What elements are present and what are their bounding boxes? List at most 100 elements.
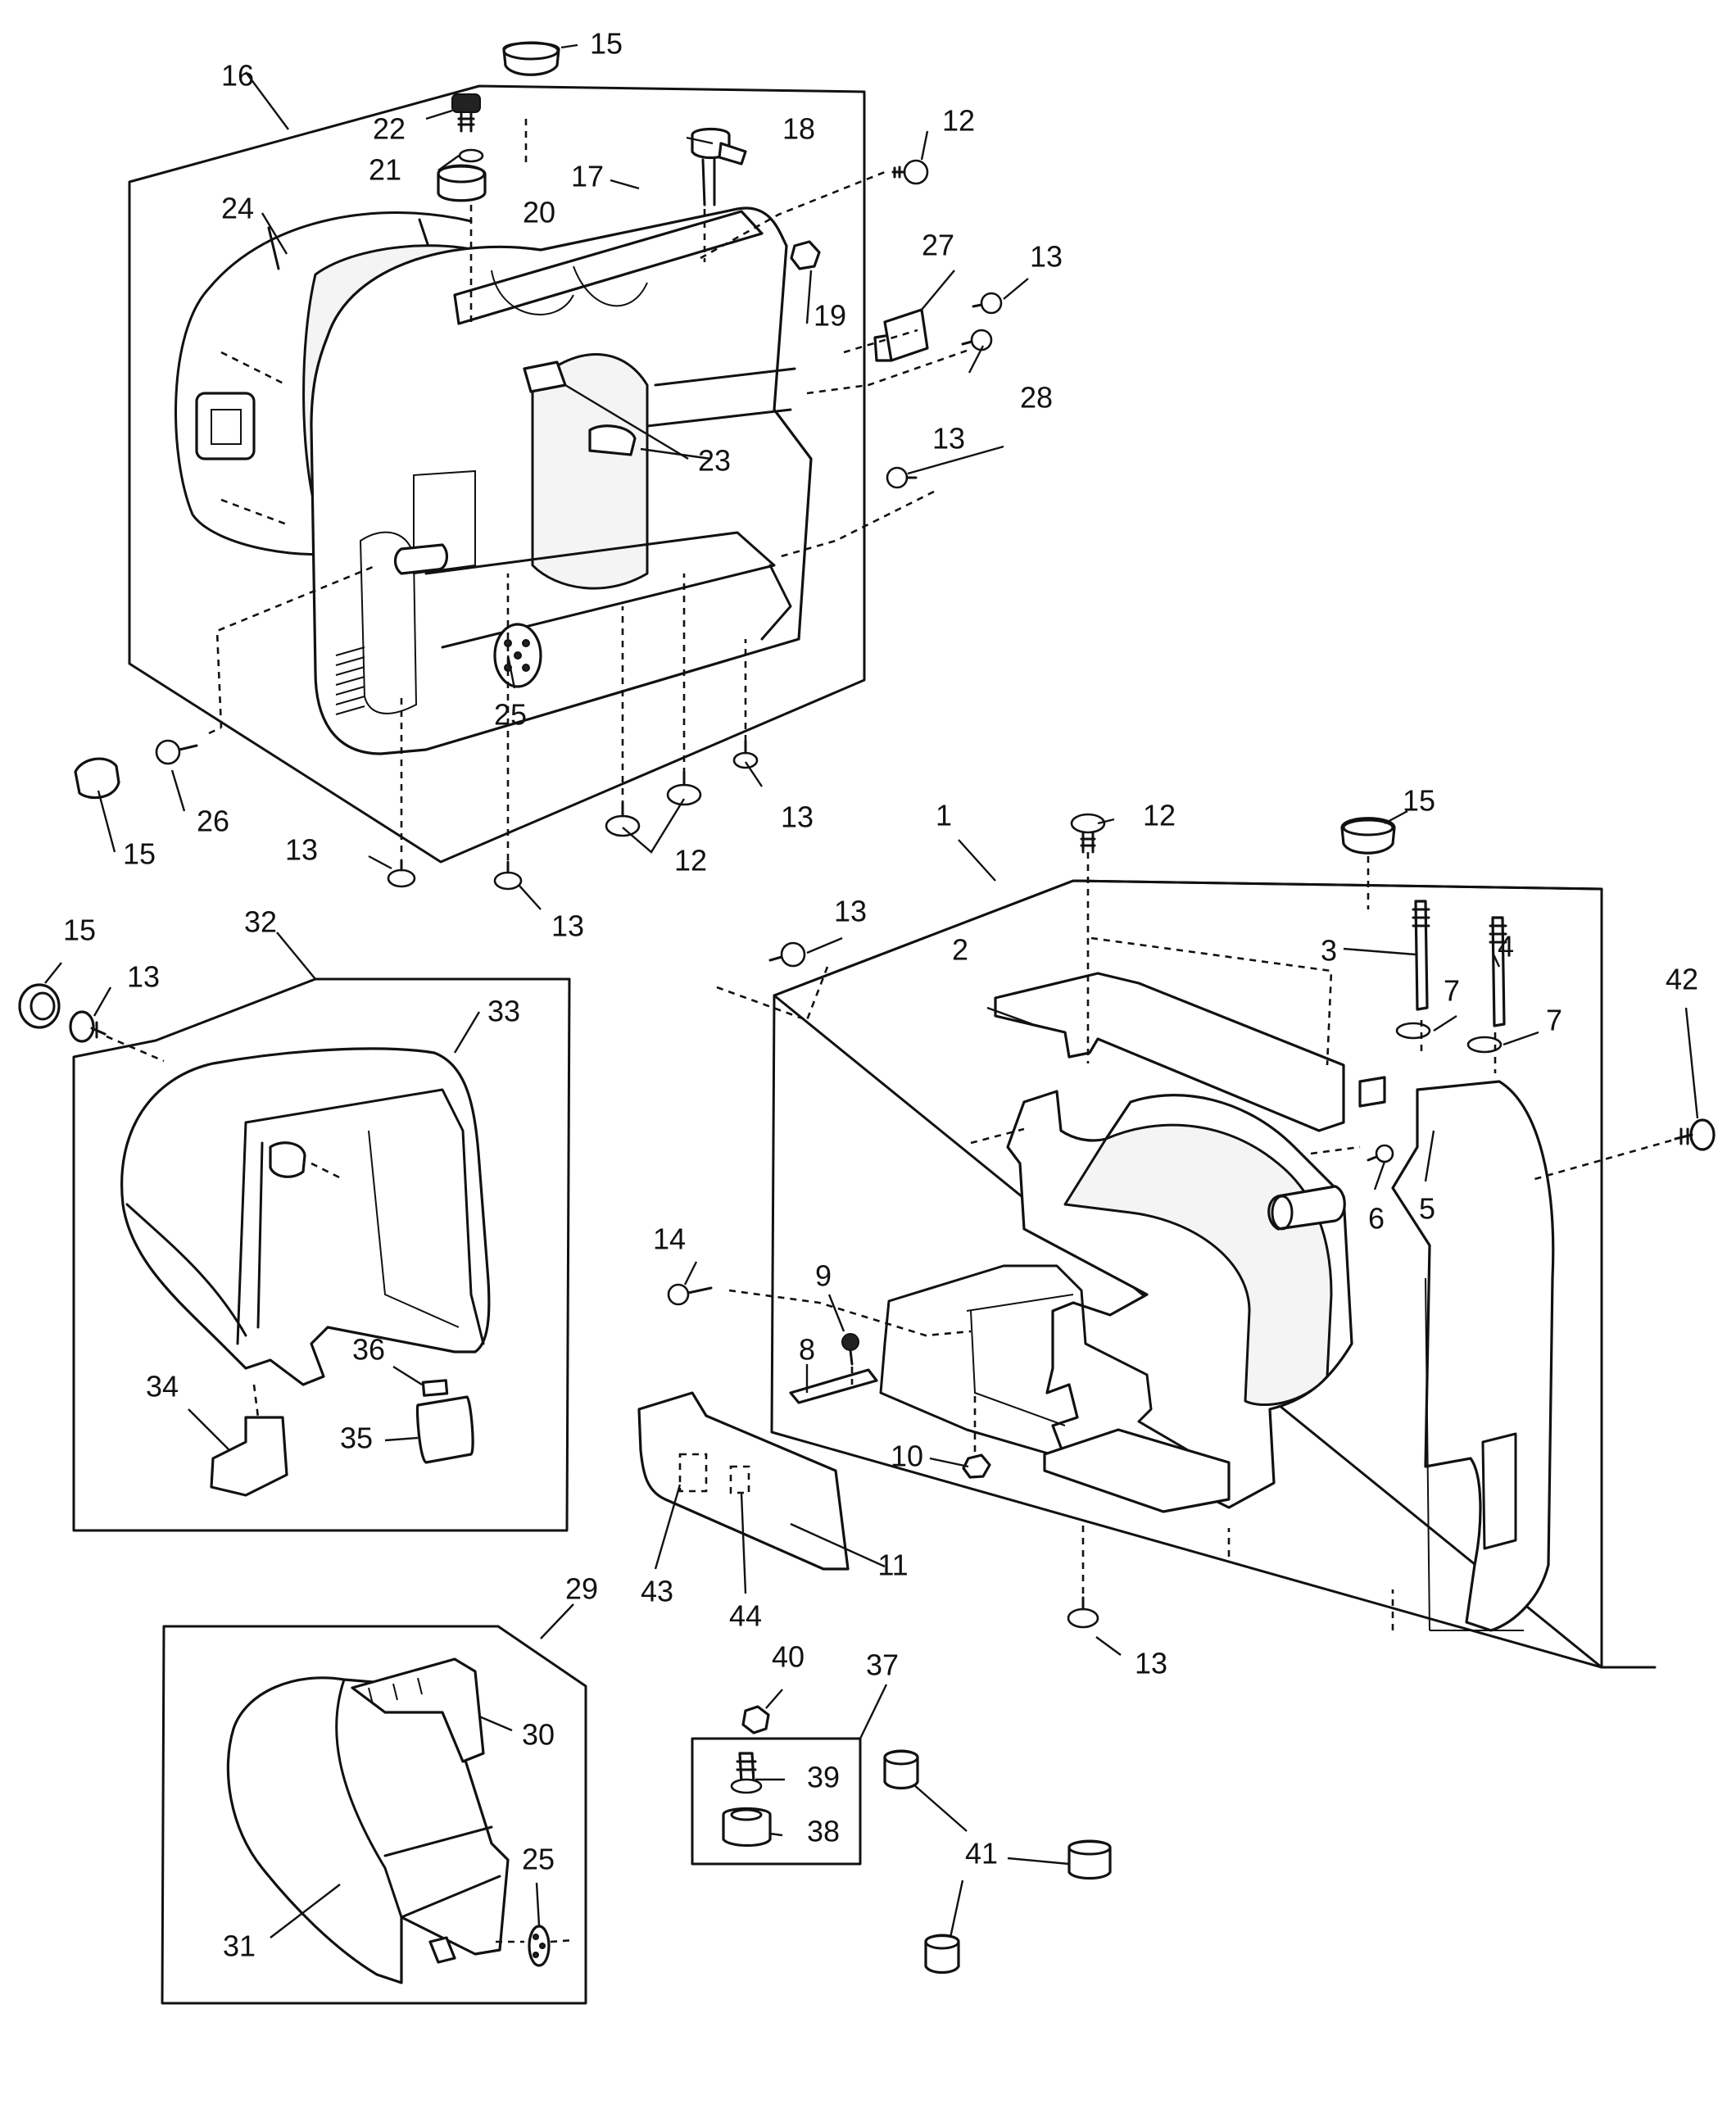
callout-13: 13 — [781, 800, 814, 834]
part-35-panel — [415, 1395, 474, 1464]
washer-39 — [730, 1778, 763, 1794]
callout-13: 13 — [127, 960, 160, 994]
shaft-stub-left — [393, 543, 449, 575]
screw-13a — [972, 292, 1003, 315]
group-37-foot — [691, 1684, 888, 1866]
callout-4: 4 — [1498, 930, 1514, 964]
callout-12: 12 — [942, 104, 975, 138]
boss-33 — [269, 1141, 306, 1178]
callout-21: 21 — [369, 153, 401, 187]
callout-2: 2 — [952, 933, 968, 967]
screw-22 — [451, 93, 481, 133]
callout-31: 31 — [223, 1929, 256, 1963]
callout-15: 15 — [1403, 784, 1435, 818]
callout-39: 39 — [807, 1761, 840, 1794]
callout-24: 24 — [221, 192, 254, 225]
screw-13h — [1067, 1596, 1099, 1629]
screw-13f — [768, 941, 806, 968]
callout-32: 32 — [244, 905, 277, 939]
callout-7: 7 — [1546, 1004, 1562, 1037]
callout-38: 38 — [807, 1815, 840, 1848]
screw-13e — [732, 740, 759, 769]
callout-13: 13 — [932, 422, 965, 456]
stud-3 — [1412, 900, 1430, 1011]
screw-9 — [841, 1333, 859, 1366]
callout-40: 40 — [772, 1640, 805, 1674]
screw-12a — [891, 159, 929, 185]
part-2-bracket — [994, 972, 1345, 1132]
callout-25: 25 — [522, 1843, 555, 1876]
callout-37: 37 — [866, 1648, 899, 1682]
square-knob — [195, 392, 256, 460]
callout-19: 19 — [814, 299, 846, 333]
nut-10 — [962, 1453, 991, 1479]
cap-15c — [1340, 817, 1396, 855]
callout-30: 30 — [522, 1718, 555, 1752]
screw-6 — [1367, 1144, 1394, 1163]
part-base-plate — [1043, 1428, 1231, 1513]
callout-22: 22 — [373, 112, 406, 146]
screw-13b — [886, 466, 918, 489]
screw-14 — [667, 1283, 713, 1306]
screw-13c — [387, 859, 416, 888]
callout-13: 13 — [551, 909, 584, 943]
shaft-stub-top — [588, 424, 637, 456]
callout-18: 18 — [782, 112, 815, 146]
label-43-area — [678, 1453, 708, 1493]
callout-42: 42 — [1666, 963, 1698, 996]
callout-33: 33 — [487, 995, 520, 1028]
callout-29: 29 — [565, 1572, 598, 1606]
group-29-frame — [161, 1625, 587, 2005]
cap-15d — [18, 983, 61, 1029]
callout-17: 17 — [571, 160, 604, 193]
part-24-seal — [175, 211, 473, 556]
bushing-20 — [437, 165, 487, 202]
part-23-block — [523, 360, 567, 393]
callout-20: 20 — [523, 196, 555, 229]
group-16-frame — [128, 84, 866, 864]
callout-9: 9 — [815, 1259, 832, 1293]
foot-38 — [722, 1807, 772, 1848]
part-36-pad — [421, 1379, 449, 1397]
callout-15: 15 — [63, 914, 96, 947]
screw-42 — [1674, 1118, 1716, 1151]
callout-25: 25 — [494, 698, 527, 732]
part-5 — [1358, 1076, 1386, 1108]
callout-12: 12 — [1143, 799, 1176, 832]
callout-6: 6 — [1368, 1202, 1385, 1236]
group-1-front-housing — [667, 809, 1716, 1669]
cap-15b — [74, 757, 120, 800]
group-29-front-cover — [161, 1603, 587, 2005]
screw-13g — [69, 1010, 107, 1043]
screw-28 — [961, 329, 993, 351]
callout-34: 34 — [146, 1370, 179, 1403]
part-19-nut — [790, 240, 821, 270]
group-1-frame — [770, 879, 1603, 1669]
callout-5: 5 — [1419, 1192, 1435, 1226]
part-34-clip — [210, 1416, 288, 1497]
callout-44: 44 — [729, 1599, 762, 1633]
plate-8 — [789, 1368, 878, 1404]
label-44-area — [729, 1465, 750, 1494]
callout-13: 13 — [1135, 1647, 1167, 1680]
screw-12b — [605, 770, 702, 837]
part-31-cover — [226, 1676, 510, 1984]
part-27-bracket — [873, 308, 929, 362]
part-30-panel — [351, 1657, 485, 1763]
washer-21 — [458, 148, 484, 163]
callout-15: 15 — [123, 837, 156, 871]
callout-12: 12 — [674, 844, 707, 877]
callout-36: 36 — [352, 1333, 385, 1367]
callout-13: 13 — [834, 895, 867, 928]
washer-7b — [1466, 1036, 1503, 1054]
callout-23: 23 — [698, 444, 731, 478]
callout-27: 27 — [922, 229, 954, 262]
knob-18 — [691, 127, 747, 206]
callout-15: 15 — [590, 27, 623, 61]
group-32-side-cover — [18, 932, 571, 1532]
callout-16: 16 — [221, 59, 254, 93]
callout-3: 3 — [1321, 934, 1337, 968]
callout-41: 41 — [965, 1837, 998, 1870]
